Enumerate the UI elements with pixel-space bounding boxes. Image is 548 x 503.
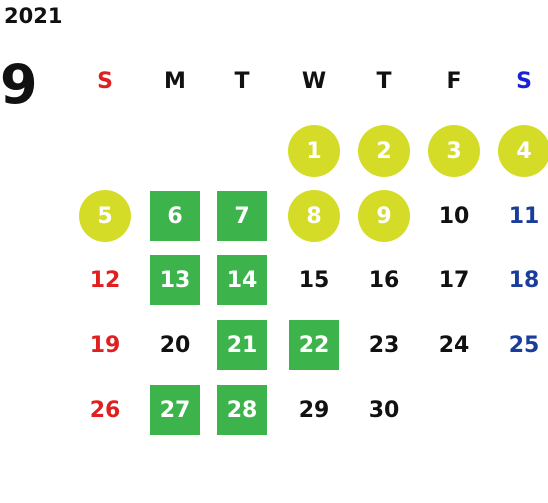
day-number: 25: [508, 332, 540, 358]
day-18[interactable]: 18: [494, 254, 548, 306]
day-7[interactable]: 7: [212, 190, 272, 242]
day-number: 4: [516, 138, 532, 164]
weekday-thursday: T: [376, 69, 392, 94]
month-label: 9: [0, 53, 38, 116]
day-10[interactable]: 10: [424, 190, 484, 242]
day-number: 10: [438, 203, 470, 229]
weekday-sunday: S: [97, 69, 113, 94]
day-27[interactable]: 27: [145, 384, 205, 436]
weekday-tuesday: T: [234, 69, 250, 94]
day-5[interactable]: 5: [75, 190, 135, 242]
day-number: 27: [159, 397, 191, 423]
day-15[interactable]: 15: [284, 254, 344, 306]
day-number: 6: [167, 203, 183, 229]
day-9[interactable]: 9: [354, 190, 414, 242]
day-number: 29: [298, 397, 330, 423]
day-number: 15: [298, 267, 330, 293]
day-number: 11: [508, 203, 540, 229]
day-30[interactable]: 30: [354, 384, 414, 436]
day-number: 8: [306, 203, 322, 229]
day-number: 26: [89, 397, 121, 423]
day-2[interactable]: 2: [354, 125, 414, 177]
day-number: 12: [89, 267, 121, 293]
day-number: 3: [446, 138, 462, 164]
day-3[interactable]: 3: [424, 125, 484, 177]
day-number: 1: [306, 138, 322, 164]
day-23[interactable]: 23: [354, 319, 414, 371]
day-29[interactable]: 29: [284, 384, 344, 436]
day-number: 13: [159, 267, 191, 293]
day-11[interactable]: 11: [494, 190, 548, 242]
day-26[interactable]: 26: [75, 384, 135, 436]
day-4[interactable]: 4: [494, 125, 548, 177]
day-14[interactable]: 14: [212, 254, 272, 306]
day-number: 5: [97, 203, 113, 229]
weekday-monday: M: [164, 69, 186, 94]
day-13[interactable]: 13: [145, 254, 205, 306]
day-number: 9: [376, 203, 392, 229]
day-number: 2: [376, 138, 392, 164]
weekday-friday: F: [446, 69, 462, 94]
day-28[interactable]: 28: [212, 384, 272, 436]
day-21[interactable]: 21: [212, 319, 272, 371]
day-number: 7: [234, 203, 250, 229]
day-number: 16: [368, 267, 400, 293]
day-8[interactable]: 8: [284, 190, 344, 242]
day-16[interactable]: 16: [354, 254, 414, 306]
day-number: 18: [508, 267, 540, 293]
day-number: 19: [89, 332, 121, 358]
day-number: 23: [368, 332, 400, 358]
day-19[interactable]: 19: [75, 319, 135, 371]
year-label: 2021: [4, 4, 63, 28]
weekday-wednesday: W: [301, 69, 327, 94]
day-number: 22: [298, 332, 330, 358]
day-number: 20: [159, 332, 191, 358]
day-6[interactable]: 6: [145, 190, 205, 242]
day-24[interactable]: 24: [424, 319, 484, 371]
day-12[interactable]: 12: [75, 254, 135, 306]
day-22[interactable]: 22: [284, 319, 344, 371]
day-number: 14: [226, 267, 258, 293]
day-number: 21: [226, 332, 258, 358]
day-number: 24: [438, 332, 470, 358]
day-25[interactable]: 25: [494, 319, 548, 371]
day-number: 17: [438, 267, 470, 293]
day-1[interactable]: 1: [284, 125, 344, 177]
day-20[interactable]: 20: [145, 319, 205, 371]
day-17[interactable]: 17: [424, 254, 484, 306]
day-number: 28: [226, 397, 258, 423]
day-number: 30: [368, 397, 400, 423]
weekday-saturday: S: [516, 69, 532, 94]
